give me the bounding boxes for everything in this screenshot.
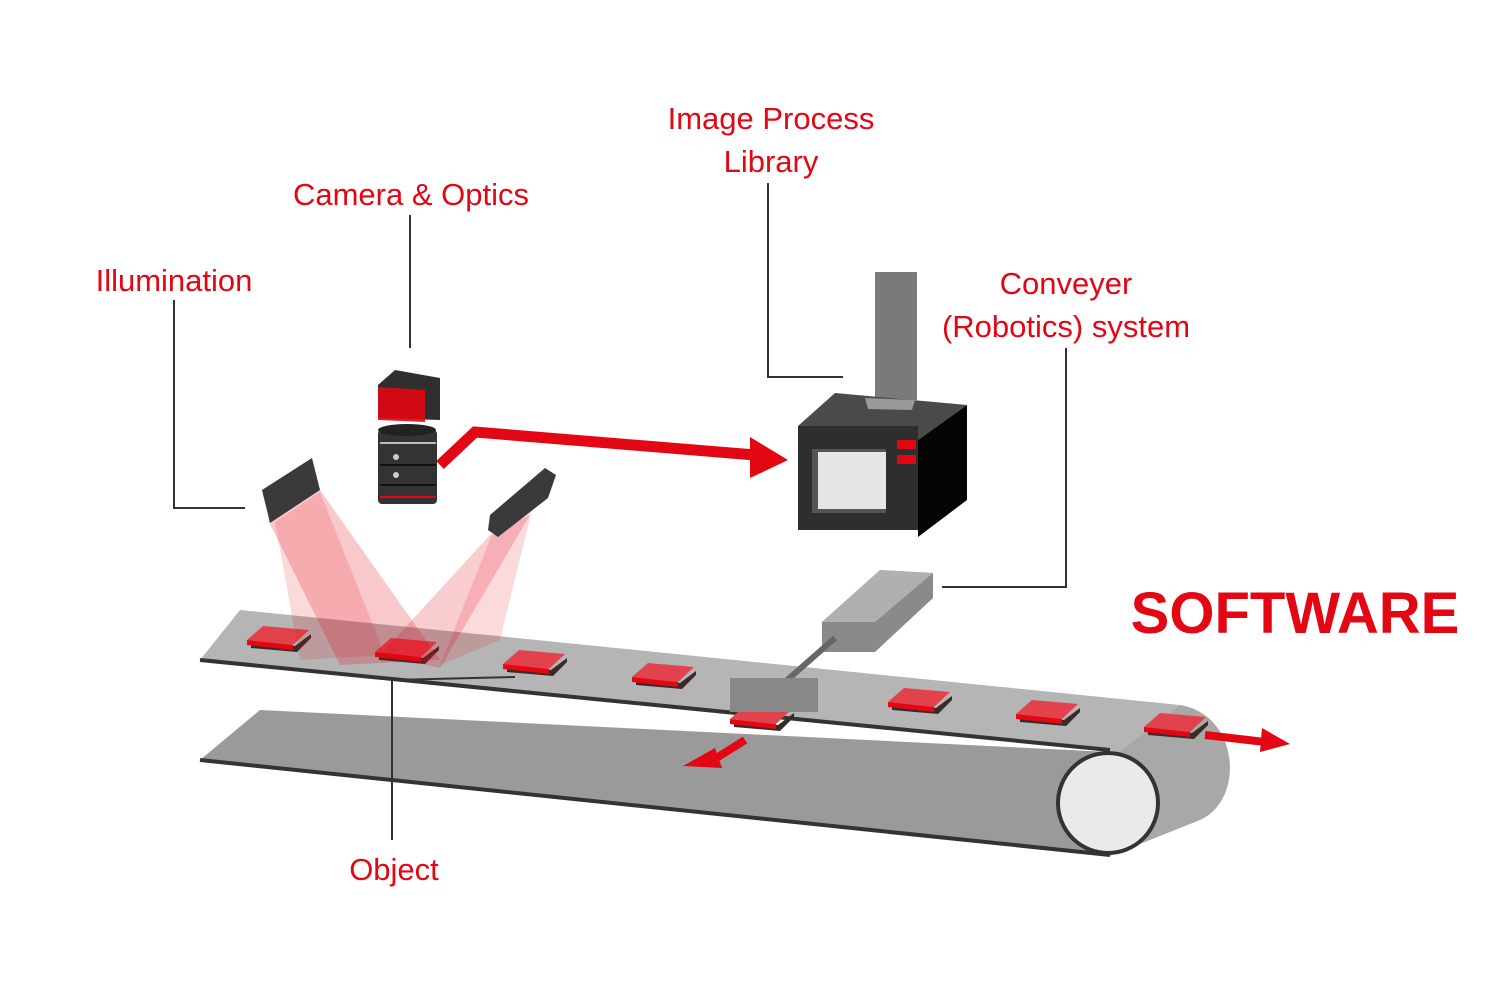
illumination-label: Illumination — [96, 263, 253, 298]
object-tile — [632, 663, 694, 682]
right-light-icon — [488, 468, 556, 537]
robot-pusher-icon — [730, 570, 933, 712]
object-shadow — [892, 696, 952, 714]
roller — [1056, 751, 1160, 855]
light-beams — [268, 490, 532, 668]
illumination-leader — [173, 300, 245, 509]
object-tile-edge — [632, 677, 678, 687]
lower-belt — [200, 710, 1110, 855]
object-shadow — [734, 713, 794, 731]
output-arrows-icon — [683, 728, 1290, 768]
object-tile-edge — [730, 719, 776, 729]
object-tile-edge — [503, 664, 549, 674]
object-leader — [391, 676, 516, 840]
computer-icon — [798, 272, 967, 537]
object-tile — [503, 650, 565, 669]
object-shadow — [636, 671, 696, 689]
object-tile — [375, 638, 437, 657]
object-tile-edge — [375, 652, 421, 662]
object-tile-edge — [247, 640, 293, 650]
library-leader — [767, 183, 843, 378]
object-shadow — [379, 646, 439, 664]
camera-icon — [378, 370, 440, 504]
left-light-icon — [262, 458, 320, 523]
conveyer-label-line1: Conveyer — [1000, 266, 1133, 301]
library-label-line2: Library — [724, 144, 819, 179]
object-tile — [888, 688, 950, 707]
software-heading: SOFTWARE — [1131, 581, 1460, 646]
conveyer-label-line2: (Robotics) system — [942, 309, 1190, 344]
object-shadow — [507, 658, 567, 676]
signal-arrow-icon — [436, 426, 788, 478]
object-shadow — [1020, 708, 1080, 726]
objects — [247, 626, 1208, 739]
object-tile — [1016, 700, 1078, 719]
object-label: Object — [349, 852, 439, 887]
object-tile-edge — [1144, 727, 1190, 737]
object-tile — [247, 626, 309, 645]
camera-label: Camera & Optics — [293, 177, 529, 212]
object-shadow — [1148, 721, 1208, 739]
library-label-line1: Image Process — [668, 101, 875, 136]
object-shadow — [251, 634, 311, 652]
object-tile — [1144, 713, 1206, 732]
object-tile-edge — [888, 702, 934, 712]
object-tile-edge — [1016, 714, 1062, 724]
conveyer-leader — [942, 348, 1067, 588]
